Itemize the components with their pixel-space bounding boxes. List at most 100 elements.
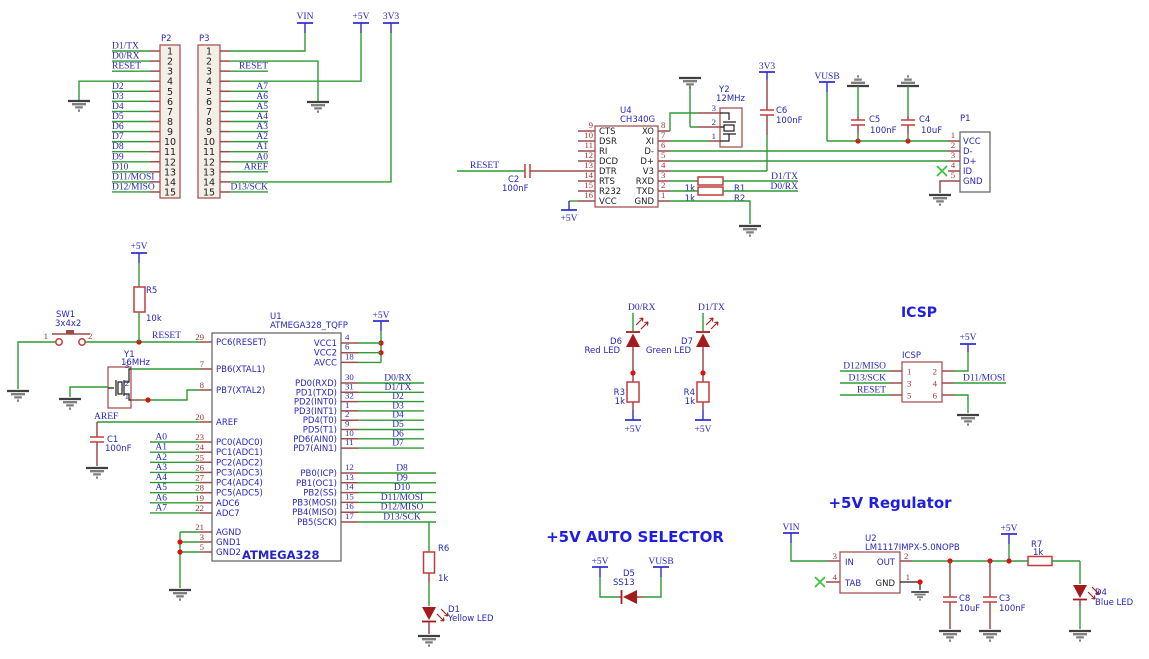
p5v-flag-label: +5V [960, 333, 977, 343]
net-label: RESET [470, 161, 499, 171]
capacitor-icon [901, 119, 915, 126]
pin-name: VCC1 [314, 339, 337, 349]
pin-number: 13 [584, 160, 593, 170]
net-label: D13/SCK [383, 513, 421, 523]
c8-value: 10uF [959, 604, 980, 614]
pin-name: RI [599, 147, 607, 157]
p1-row: 1 VCC [948, 130, 981, 147]
u1-adc-row: A1 24 PC1(ADC1) [150, 442, 263, 458]
switch-button [66, 330, 74, 335]
u4-right-row: 4 V3 [643, 160, 670, 177]
wire [17, 341, 56, 389]
led-icon [1073, 585, 1087, 598]
vin-flag-label: VIN [783, 523, 800, 533]
pin-number: 5 [907, 391, 912, 401]
c1-ref: C1 [107, 435, 118, 445]
pin-name: D+ [963, 157, 977, 167]
pin-number: 10 [345, 428, 354, 438]
pin-number: 7 [661, 130, 666, 140]
junction-dot [1006, 558, 1012, 564]
net-label: D12/MISO [843, 362, 886, 372]
pin-number: 2 [904, 551, 908, 561]
pin-number: 3 [167, 67, 173, 78]
net-label: D9 [396, 473, 408, 483]
r1-ref: R1 [734, 184, 745, 194]
pin-number: 5 [951, 170, 956, 180]
regulator-section: +5V Regulator VIN 3 4 U2 LM1117IMPX-5.0N… [783, 494, 1134, 642]
u4-left-row: 9 CTS [578, 120, 616, 137]
pin-number: 3 [661, 170, 666, 180]
u1-pb-row: 17 PB5(SCK) D13/SCK [297, 511, 436, 528]
net-label: D13/SCK [231, 182, 269, 192]
vusb-flag-label: VUSB [814, 72, 839, 82]
p2-row: 1 D1/TX [112, 42, 173, 58]
pin-name: PC4(ADC4) [216, 479, 263, 489]
icsp-ref: ICSP [902, 351, 921, 361]
r4-value: 1k [685, 397, 695, 407]
wire [69, 386, 108, 397]
c3-ref: C3 [999, 594, 1010, 604]
p2-row: 15 D12/MISO [112, 182, 176, 198]
p1-body [959, 131, 991, 193]
p2-row: 6 D3 [112, 92, 173, 108]
pin-number: 21 [195, 522, 204, 532]
ground-icon [895, 75, 921, 88]
pin-number: 5 [167, 87, 173, 98]
icsp-section: ICSP ICSP D12/MISO 1 D13/SCK 3 RESET 5 2… [840, 305, 1006, 426]
u2-ref: U2 [865, 534, 877, 544]
net-label: D11/MOSI [112, 172, 154, 182]
p5v-flag-label: +5V [1001, 524, 1018, 534]
wire [670, 200, 751, 224]
ground-icon [167, 588, 193, 601]
pin-name: OUT [877, 558, 896, 568]
p5v-flag-label: +5V [131, 242, 148, 252]
pin-number: 16 [584, 190, 593, 200]
d1-ref: D1 [448, 605, 460, 615]
wire [826, 92, 948, 142]
pin-number: 1 [906, 572, 910, 582]
pin-name: DTR [599, 167, 617, 177]
pin-number: 3 [125, 360, 130, 370]
pin-number: 4 [833, 572, 838, 582]
c2-ref: C2 [508, 175, 519, 185]
d5-ref: D5 [623, 569, 635, 579]
pin-name: PC1(ADC1) [216, 448, 263, 458]
d6-value: Red LED [584, 346, 620, 356]
y2-value: 12MHz [716, 94, 746, 104]
pin-number: 3 [200, 532, 205, 542]
pin-name: PB3(MOSI) [292, 498, 337, 508]
diode-icon [623, 590, 637, 604]
p5v-flag-label: +5V [561, 214, 578, 224]
pin-number: 12 [345, 462, 354, 472]
wire [230, 60, 319, 101]
junction-dot [177, 539, 183, 545]
net-label: D9 [112, 152, 124, 162]
p3-row: 1 [206, 47, 230, 58]
wire [142, 389, 200, 401]
wire [790, 543, 828, 562]
p2-row: 14 D11/MOSI [112, 172, 176, 188]
pin-number: 3 [833, 551, 838, 561]
p3-row: 3 RESET [206, 62, 268, 78]
pin-name: PD1(TXD) [296, 388, 337, 398]
y1-ref: Y1 [123, 350, 135, 360]
net-label: AREF [244, 162, 268, 172]
wire [644, 577, 662, 598]
u1-pd-row: 2 PD4(T0) D4 [303, 409, 424, 426]
p2-row: 12 D9 [112, 152, 176, 168]
r7-ref: R7 [1031, 540, 1042, 550]
p3-row: 9 A3 [206, 122, 268, 138]
u4-value: CH340G [620, 115, 655, 125]
r6-value: 1k [438, 574, 448, 584]
pin-name: V3 [643, 167, 654, 177]
d7-value: Green LED [646, 346, 692, 356]
pin-number: 1 [951, 130, 955, 140]
net-label: A5 [155, 483, 167, 493]
pin-name: PC3(ADC3) [216, 468, 263, 478]
net-label: A1 [155, 443, 167, 453]
pin-number: 12 [584, 150, 593, 160]
net-label: D0/RX [771, 182, 799, 192]
pin-number: 1 [44, 331, 48, 341]
pin-name: GND2 [216, 548, 241, 558]
pin-number: 28 [195, 483, 204, 493]
